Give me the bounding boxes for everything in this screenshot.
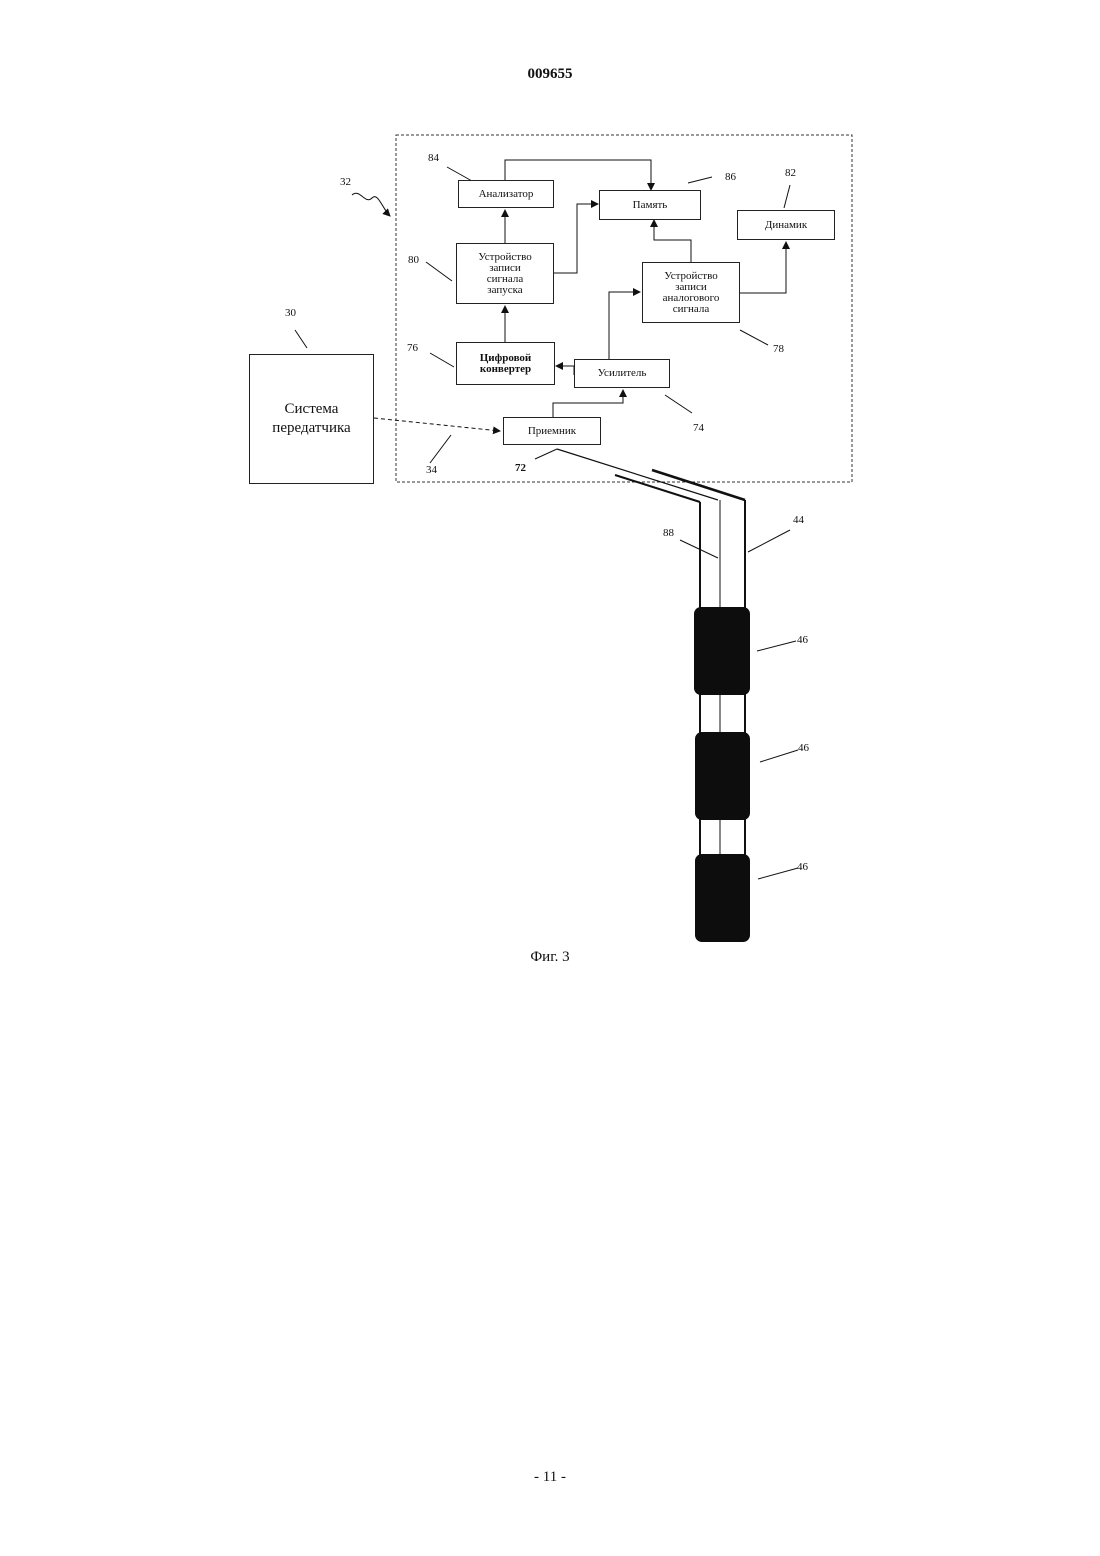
ref-46-3: 46	[797, 861, 808, 873]
page-number: - 11 -	[0, 1469, 1100, 1486]
amplifier-block: Усилитель	[574, 359, 670, 388]
ref-80: 80	[408, 254, 419, 266]
transmitter-system-block: Система передатчика	[249, 354, 374, 484]
line-amplifier-to-converter	[556, 366, 574, 375]
ref-72: 72	[515, 462, 526, 474]
sensor-46-2	[695, 732, 750, 820]
digital-converter-block: Цифровой конвертер	[456, 342, 555, 385]
ref-30: 30	[285, 307, 296, 319]
speaker-block: Динамик	[737, 210, 835, 240]
line-analog-recorder-to-speaker	[740, 242, 786, 293]
ref-78: 78	[773, 343, 784, 355]
memory-block: Память	[599, 190, 701, 220]
ref-34: 34	[426, 464, 437, 476]
sensor-group	[694, 607, 750, 942]
ref-82: 82	[785, 167, 796, 179]
ref-76: 76	[407, 342, 418, 354]
analog-recorder-block: Устройство записи аналогового сигнала	[642, 262, 740, 323]
trigger-recorder-block: Устройство записи сигнала запуска	[456, 243, 554, 304]
line-amplifier-to-analog-recorder	[609, 292, 640, 359]
ref-44: 44	[793, 514, 804, 526]
line-transmitter-to-receiver	[374, 418, 500, 431]
ref-84: 84	[428, 152, 439, 164]
ref-88: 88	[663, 527, 674, 539]
analyzer-block: Анализатор	[458, 180, 554, 208]
ref-46-2: 46	[798, 742, 809, 754]
line-receiver-to-amplifier	[553, 390, 623, 417]
receiver-block: Приемник	[503, 417, 601, 445]
ref-74: 74	[693, 422, 704, 434]
ref-32: 32	[340, 176, 351, 188]
line-trigger-recorder-to-memory	[554, 204, 598, 273]
sensor-46-3	[695, 854, 750, 942]
figure-caption: Фиг. 3	[0, 949, 1100, 966]
line-analog-recorder-to-memory	[654, 220, 691, 262]
ref-46-1: 46	[797, 634, 808, 646]
sensor-46-1	[694, 607, 750, 695]
ref-86: 86	[725, 171, 736, 183]
